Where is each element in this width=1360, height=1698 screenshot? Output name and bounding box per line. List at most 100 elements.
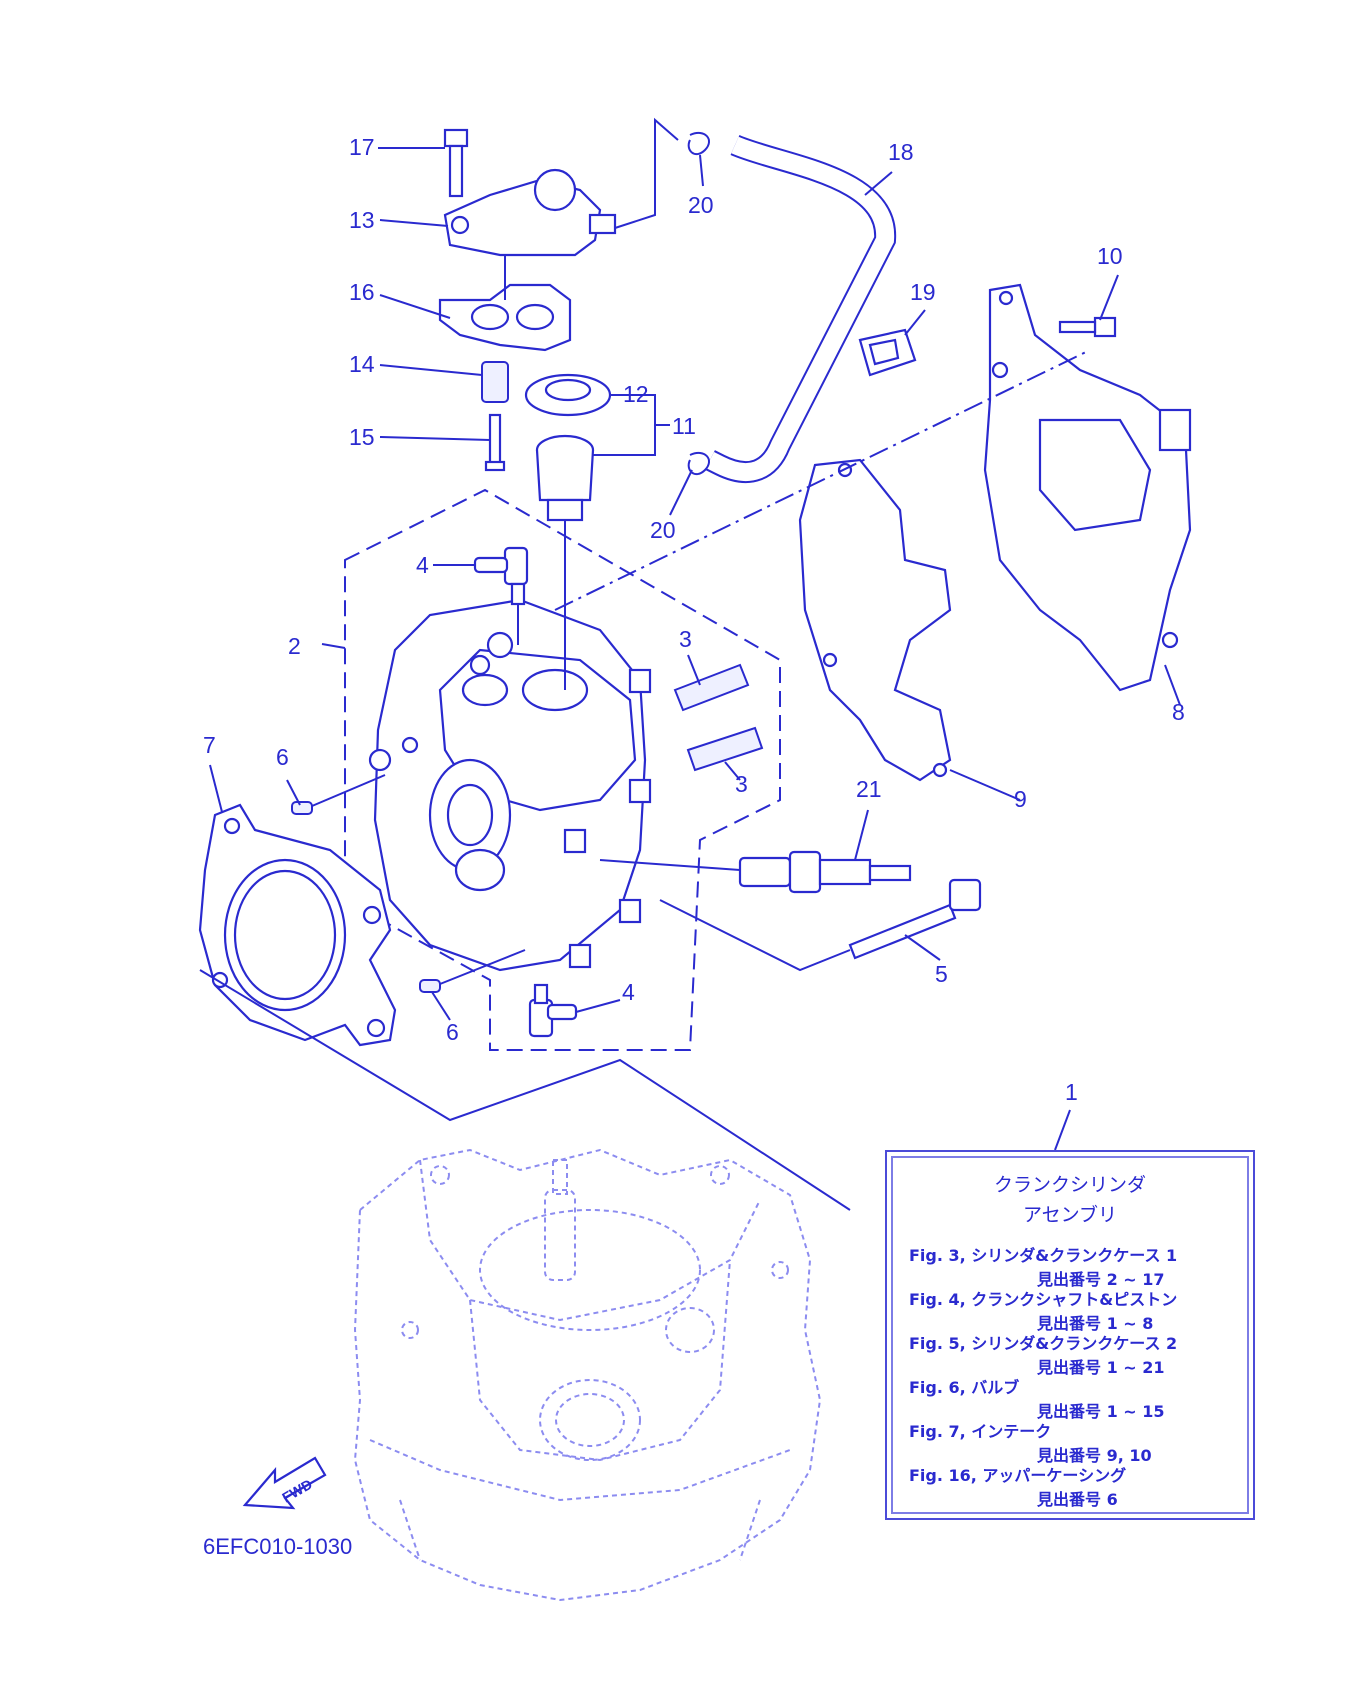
leader-3a (687, 654, 701, 686)
legend-row: Fig. 6, バルブ 見出番号 1 ~ 15 (909, 1374, 1239, 1421)
bolt-10-drawing (1058, 316, 1117, 338)
exhaust-gasket-drawing (798, 458, 952, 782)
legend-row-range: 見出番号 1 ~ 21 (1037, 1358, 1165, 1377)
clip-20-lower-drawing (687, 451, 710, 476)
clamp-19-drawing (858, 328, 917, 377)
legend-row: Fig. 5, シリンダ&クランクケース 2 見出番号 1 ~ 21 (909, 1330, 1239, 1377)
leader-6a (286, 779, 301, 806)
legend-row: Fig. 7, インテーク 見出番号 9, 10 (909, 1418, 1239, 1465)
leader-5 (904, 934, 941, 961)
legend-box: クランクシリンダ アセンブリ Fig. 3, シリンダ&クランクケース 1 見出… (885, 1150, 1255, 1520)
callout-1: 1 (1065, 1079, 1078, 1105)
leader-7 (209, 764, 223, 813)
callout-20-lower: 20 (650, 517, 676, 543)
callout-3-top: 3 (679, 626, 692, 652)
leader-4b (575, 999, 621, 1013)
legend-row-range: 見出番号 9, 10 (1037, 1446, 1152, 1465)
callout-15: 15 (349, 424, 375, 450)
dowel-6-top-drawing (291, 801, 313, 815)
assembly-line-dowel-bottom (439, 949, 526, 985)
callout-13: 13 (349, 207, 375, 233)
bolt-17-drawing (443, 128, 469, 198)
callout-6-bottom: 6 (446, 1019, 459, 1045)
callout-4-top: 4 (416, 552, 429, 578)
callout-11: 11 (672, 413, 696, 439)
legend-row-range: 見出番号 2 ~ 17 (1037, 1270, 1165, 1289)
legend-title: クランクシリンダ アセンブリ (887, 1170, 1253, 1230)
leader-8 (1164, 664, 1181, 706)
callout-10: 10 (1097, 243, 1123, 269)
assembly-line-stud (659, 899, 851, 972)
callout-3-bottom: 3 (735, 771, 748, 797)
elbow-4-top-drawing (473, 546, 529, 606)
legend-row-ref: Fig. 3, シリンダ&クランクケース 1 (909, 1246, 1178, 1265)
callout-line-2 (321, 643, 346, 649)
assembly-line-gasket-crankcase (199, 969, 851, 1211)
fwd-arrow-icon: FWD (242, 1456, 327, 1510)
callout-4-bottom: 4 (622, 979, 635, 1005)
crankcase-ghost-drawing (353, 1148, 822, 1602)
callout-7: 7 (203, 732, 216, 758)
thermostat-cover-drawing (443, 168, 617, 257)
bracket-line-11 (593, 394, 670, 456)
legend-row: Fig. 3, シリンダ&クランクケース 1 見出番号 2 ~ 17 (909, 1242, 1239, 1289)
callout-9: 9 (1014, 786, 1027, 812)
leader-10 (1099, 274, 1119, 321)
leader-6b (431, 991, 451, 1021)
legend-row-range: 見出番号 1 ~ 15 (1037, 1402, 1165, 1421)
legend-row-range: 見出番号 6 (1037, 1490, 1118, 1509)
elbow-4-bottom-drawing (528, 983, 578, 1038)
thermostat-11-drawing (535, 434, 595, 522)
thermostat-gasket-drawing (438, 283, 572, 352)
legend-row-ref: Fig. 6, バルブ (909, 1378, 1020, 1397)
callout-18: 18 (888, 139, 914, 165)
group-outline-cylinder (344, 488, 781, 1051)
stud-5-drawing (848, 878, 982, 960)
leader-9 (949, 769, 1021, 801)
callout-5: 5 (935, 961, 948, 987)
leader-20b (669, 469, 693, 516)
bracket-line-13-20 (614, 117, 679, 229)
legend-row-ref: Fig. 16, アッパーケーシング (909, 1466, 1127, 1485)
callout-8: 8 (1172, 699, 1185, 725)
hose-18-inner (705, 136, 895, 482)
leader-19 (904, 309, 926, 336)
leader-16 (379, 294, 451, 319)
legend-title-line1: クランクシリンダ (993, 1174, 1146, 1196)
legend-title-line2: アセンブリ (1022, 1204, 1118, 1226)
spark-plug-21-drawing (738, 850, 912, 894)
leader-14 (379, 364, 483, 376)
callout-12: 12 (623, 381, 649, 407)
callout-21: 21 (856, 776, 882, 802)
assembly-line-plug (599, 859, 741, 871)
cylinder-block-drawing (368, 598, 652, 972)
sleeve-14-drawing (481, 361, 509, 403)
screw-15-drawing (484, 413, 506, 472)
legend-row-ref: Fig. 5, シリンダ&クランクケース 2 (909, 1334, 1178, 1353)
callout-19: 19 (910, 279, 936, 305)
legend-row: Fig. 16, アッパーケーシング 見出番号 6 (909, 1462, 1239, 1509)
legend-row: Fig. 4, クランクシャフト&ピストン 見出番号 1 ~ 8 (909, 1286, 1239, 1333)
pin-3-top-drawing (673, 663, 750, 712)
head-gasket-drawing (198, 803, 397, 1047)
leader-18 (864, 171, 893, 196)
callout-6-top: 6 (276, 744, 289, 770)
leader-13 (379, 219, 449, 227)
callout-20-top: 20 (688, 192, 714, 218)
callout-14: 14 (349, 351, 375, 377)
leader-20a (699, 154, 704, 187)
legend-row-ref: Fig. 4, クランクシャフト&ピストン (909, 1290, 1178, 1309)
legend-row-ref: Fig. 7, インテーク (909, 1422, 1052, 1441)
callout-2: 2 (288, 633, 301, 659)
exhaust-cover-drawing (983, 283, 1192, 692)
leader-3b (724, 761, 741, 781)
callout-16: 16 (349, 279, 375, 305)
assembly-line-dowel-top (311, 774, 386, 807)
pin-3-bottom-drawing (686, 726, 764, 772)
callout-17: 17 (349, 134, 375, 160)
clip-20-top-drawing (687, 131, 710, 156)
leader-1 (1054, 1109, 1071, 1151)
leader-21 (854, 809, 869, 861)
